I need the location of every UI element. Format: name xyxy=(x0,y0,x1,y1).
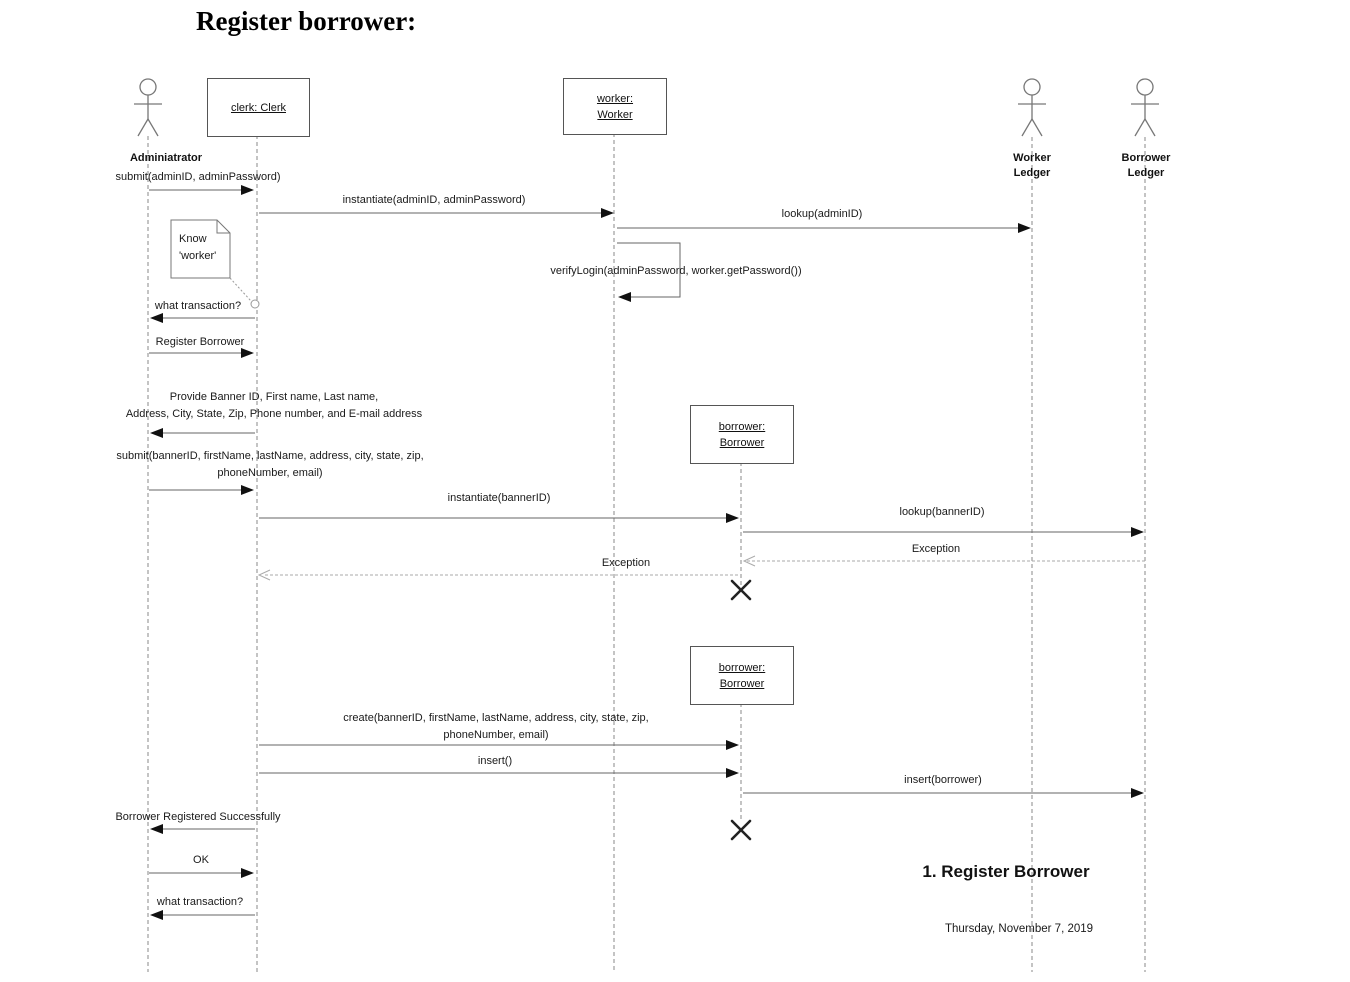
exception-lines xyxy=(257,555,1145,581)
destroy-marks xyxy=(730,579,752,841)
message-label-what-transaction-2: what transaction? xyxy=(156,896,244,908)
destroy-x-borrower-1 xyxy=(730,579,752,601)
destroy-x-borrower-2 xyxy=(730,819,752,841)
message-label-lookup-admin: lookup(adminID) xyxy=(781,208,863,220)
object-box-worker: worker: Worker xyxy=(563,78,667,135)
open-arrowhead-clerk xyxy=(257,569,271,581)
message-label-insert-borrower: insert(borrower) xyxy=(904,774,982,786)
message-label-lookup-banner: lookup(bannerID) xyxy=(899,506,985,518)
message-label-instantiate-borrower: instantiate(bannerID) xyxy=(447,492,551,504)
message-label-create-borrower: create(bannerID, firstName, lastName, ad… xyxy=(343,712,649,741)
diagram-date: Thursday, November 7, 2019 xyxy=(944,923,1094,935)
message-label-ok: OK xyxy=(193,854,209,866)
object-label-worker: worker: Worker xyxy=(596,92,634,121)
note-anchor-circle xyxy=(250,299,260,309)
line-verify-login-self xyxy=(617,242,681,298)
message-lines xyxy=(149,189,1134,916)
message-label-insert-call: insert() xyxy=(477,755,513,767)
actor-label-borrower-ledger: Borrower Ledger xyxy=(1121,152,1171,179)
worker-ledger-actor-icon xyxy=(1018,78,1046,137)
message-label-instantiate-admin: instantiate(adminID, adminPassword) xyxy=(342,194,526,206)
note-connector xyxy=(229,277,252,302)
object-box-clerk: clerk: Clerk xyxy=(207,78,310,137)
arrowheads xyxy=(150,185,1144,920)
message-label-submit-admin: submit(adminID, adminPassword) xyxy=(115,171,281,183)
borrower-ledger-actor-icon xyxy=(1131,78,1159,137)
object-label-borrower-1: borrower: Borrower xyxy=(718,420,766,449)
open-arrowhead-borrower xyxy=(742,555,756,567)
object-label-clerk: clerk: Clerk xyxy=(230,101,286,114)
actor-label-administrator: Adminiatrator xyxy=(129,152,203,164)
message-label-register-borrower: Register Borrower xyxy=(155,336,245,348)
administrator-actor-icon xyxy=(134,78,162,137)
message-label-submit-borrower: submit(bannerID, firstName, lastName, ad… xyxy=(116,450,424,479)
diagram-caption: 1. Register Borrower xyxy=(922,862,1090,881)
actor-figures xyxy=(134,78,1159,137)
message-label-exception-to-clerk: Exception xyxy=(601,557,651,569)
object-box-borrower-1: borrower: Borrower xyxy=(690,405,794,464)
lifelines xyxy=(147,133,1146,972)
message-label-what-transaction-1: what transaction? xyxy=(154,300,242,312)
actor-label-worker-ledger: Worker Ledger xyxy=(1013,152,1051,179)
object-box-borrower-2: borrower: Borrower xyxy=(690,646,794,705)
message-label-verify-login: verifyLogin(adminPassword, worker.getPas… xyxy=(550,265,802,277)
message-label-exception-to-borrower: Exception xyxy=(911,543,961,555)
note-text: Know 'worker' xyxy=(179,233,217,262)
message-label-registered-success: Borrower Registered Successfully xyxy=(115,811,281,823)
page-title: Register borrower: xyxy=(196,6,417,36)
note-shape xyxy=(170,219,260,309)
object-label-borrower-2: borrower: Borrower xyxy=(718,661,766,690)
message-label-provide-info: Provide Banner ID, First name, Last name… xyxy=(125,391,423,420)
